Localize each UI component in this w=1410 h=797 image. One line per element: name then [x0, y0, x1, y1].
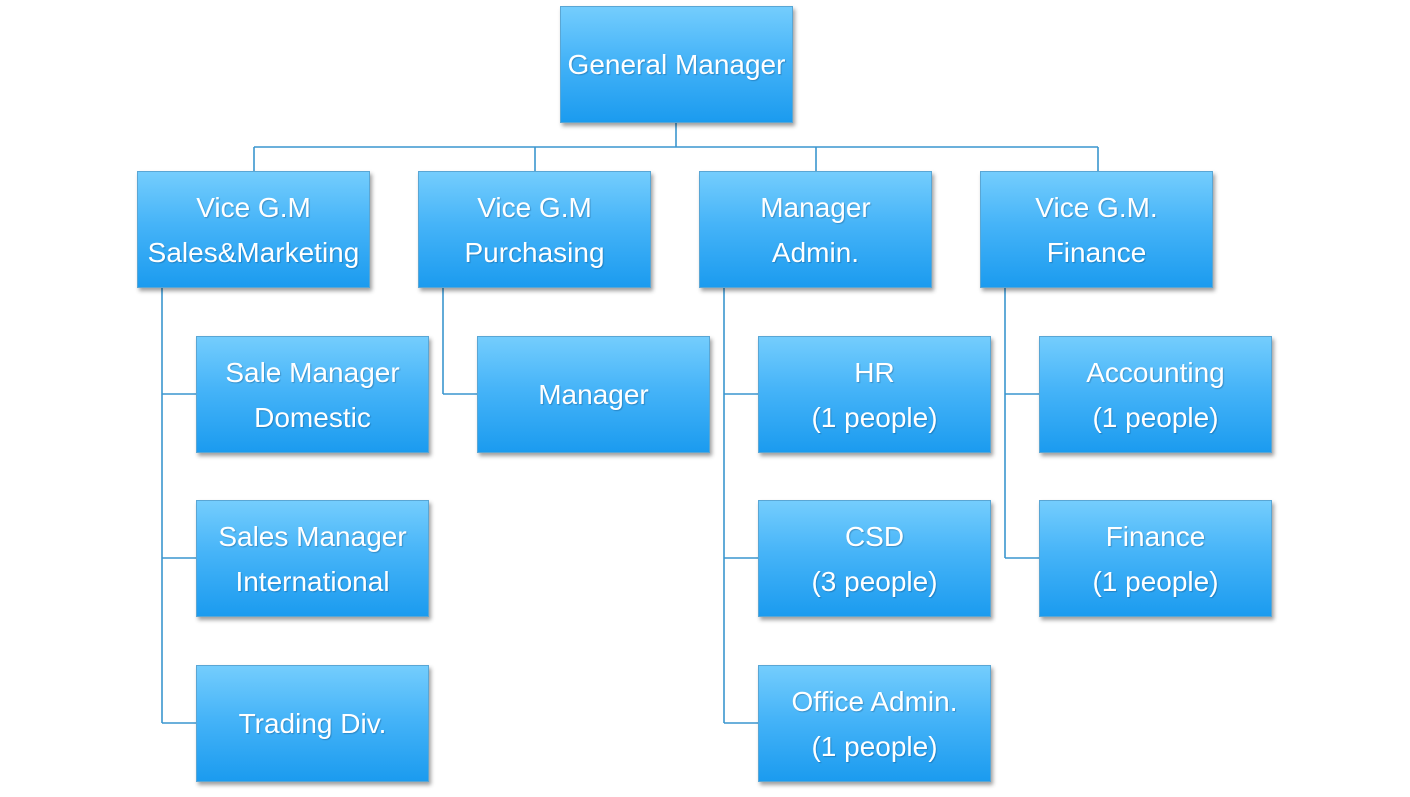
node-title: Finance: [1105, 520, 1206, 552]
node-title: Vice G.M: [477, 191, 592, 223]
finance-node: Finance (1 people): [1039, 500, 1272, 617]
node-title: Manager: [760, 191, 871, 223]
vice-gm-sales-marketing-node: Vice G.M Sales&Marketing: [137, 171, 370, 288]
trading-div-node: Trading Div.: [196, 665, 429, 782]
node-subtitle: Sales&Marketing: [147, 236, 360, 268]
node-label: General Manager: [567, 49, 786, 80]
node-title: Sale Manager: [225, 356, 400, 388]
node-subtitle: Purchasing: [464, 236, 605, 268]
node-label: Trading Div.: [238, 708, 387, 739]
general-manager-node: General Manager: [560, 6, 793, 123]
node-title: CSD: [844, 520, 905, 552]
node-title: Vice G.M.: [1035, 191, 1158, 223]
node-title: Sales Manager: [218, 520, 407, 552]
hr-node: HR (1 people): [758, 336, 991, 453]
node-headcount: (1 people): [811, 401, 938, 433]
csd-node: CSD (3 people): [758, 500, 991, 617]
node-headcount: (1 people): [1092, 401, 1219, 433]
sale-manager-domestic-node: Sale Manager Domestic: [196, 336, 429, 453]
node-title: Accounting: [1086, 356, 1225, 388]
vice-gm-purchasing-node: Vice G.M Purchasing: [418, 171, 651, 288]
purchasing-manager-node: Manager: [477, 336, 710, 453]
node-headcount: (3 people): [811, 565, 938, 597]
sales-manager-international-node: Sales Manager International: [196, 500, 429, 617]
manager-admin-node: Manager Admin.: [699, 171, 932, 288]
vice-gm-finance-node: Vice G.M. Finance: [980, 171, 1213, 288]
accounting-node: Accounting (1 people): [1039, 336, 1272, 453]
node-title: HR: [854, 356, 895, 388]
node-headcount: (1 people): [1092, 565, 1219, 597]
node-subtitle: International: [235, 565, 390, 597]
node-subtitle: Finance: [1046, 236, 1147, 268]
node-title: Vice G.M: [196, 191, 311, 223]
office-admin-node: Office Admin. (1 people): [758, 665, 991, 782]
node-label: Manager: [538, 379, 649, 410]
node-subtitle: Admin.: [771, 236, 860, 268]
node-subtitle: Domestic: [254, 401, 371, 433]
node-title: Office Admin.: [791, 685, 958, 717]
node-headcount: (1 people): [811, 730, 938, 762]
